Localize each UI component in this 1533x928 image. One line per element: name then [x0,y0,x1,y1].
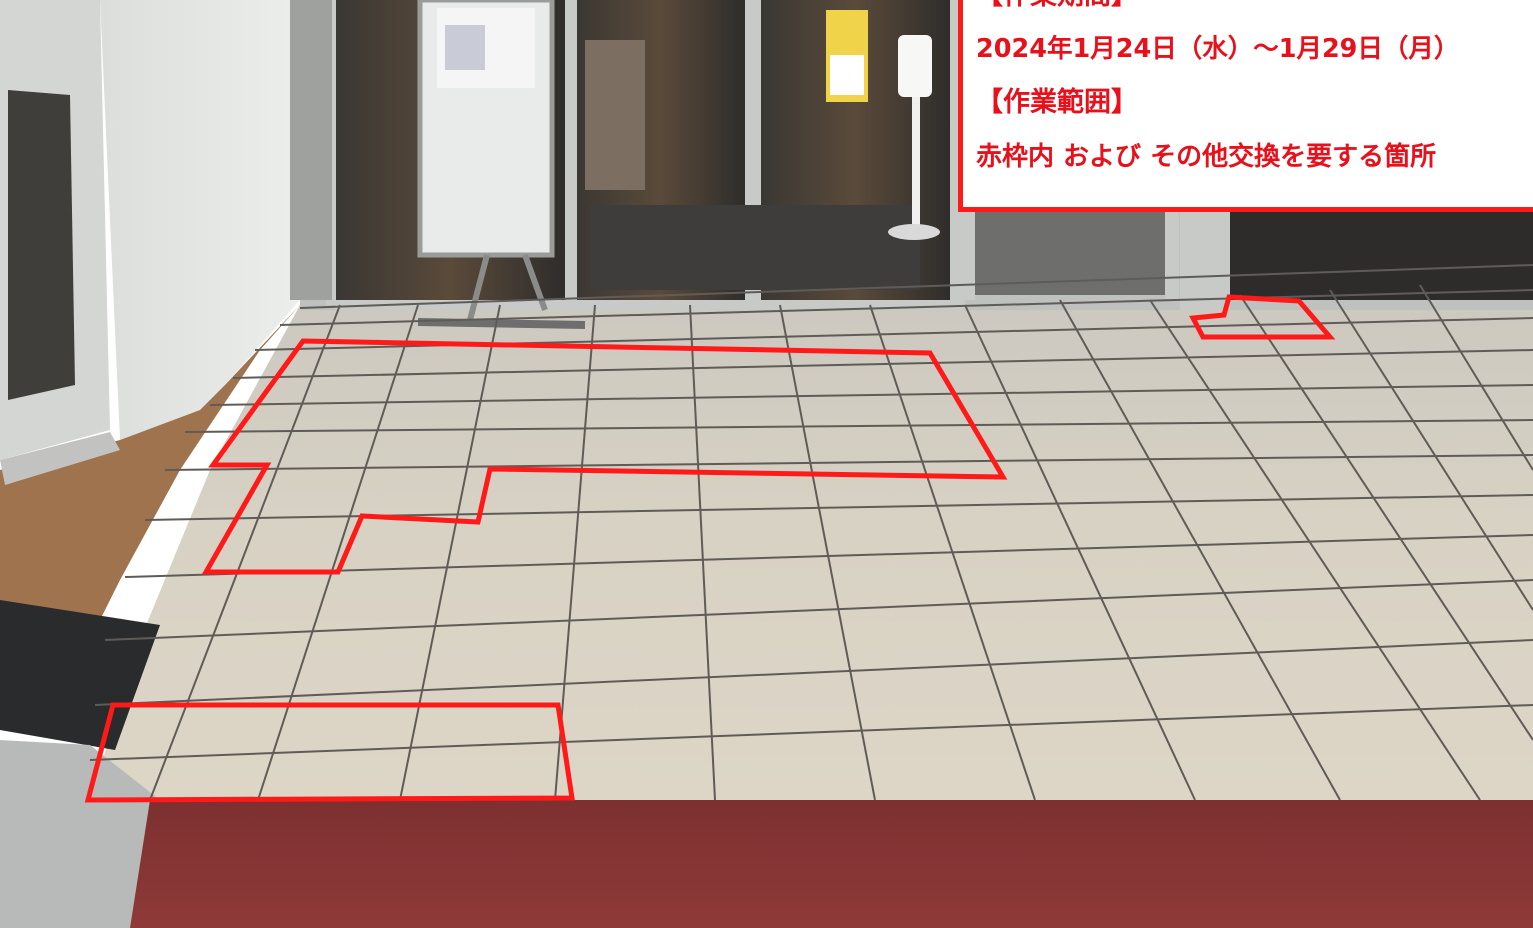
left-doorway-glass [8,90,75,400]
tile-floor [90,250,1533,800]
grout-col-9 [1149,299,1481,801]
sanitizer-head [898,35,932,97]
grout-col-2 [399,304,501,801]
work-period: 2024年1月24日（水）〜1月29日（月） [976,34,1460,64]
notice-box [958,0,1533,212]
work-area: 赤枠内 および その他交換を要する箇所 [976,142,1437,172]
grout-col-12 [1419,284,1533,471]
gray-ramp [0,740,160,928]
grout-row-4 [209,384,1533,406]
curb-strip [0,305,300,640]
curb-stone [0,432,120,485]
grout-col-10 [1239,294,1533,741]
grout-row-3 [232,349,1533,379]
sign-leg-right [522,253,548,312]
repair-areas [84,294,1336,803]
interior-person [585,40,645,190]
grout-col-6 [869,304,1036,801]
red-pavement [130,800,1533,928]
grout-row-9 [104,579,1533,641]
sign-leg-left [467,254,490,321]
grout-col-1 [257,304,419,801]
grout-col-4 [689,304,716,801]
grout-row-5 [184,419,1533,433]
grout-col-5 [779,304,876,801]
door-sticker-text-area [830,55,864,95]
grout-row-0 [299,264,1533,309]
repair-area-upper [201,338,1008,575]
grout-col-7 [964,304,1196,801]
grout-row-6 [164,454,1533,471]
period-heading: 【作業期間】 [976,0,1138,12]
rubber-mat [0,600,160,750]
sanitizer-base [888,224,940,240]
sign-base [417,318,586,329]
grout-col-11 [1329,289,1533,611]
poster-figure [445,25,485,70]
drain-pipe [290,0,332,300]
grout-col-0 [149,304,341,801]
sanitizer-pole [912,90,920,230]
grout-row-1 [279,289,1533,326]
grout-col-8 [1059,299,1341,801]
repair-area-right [1189,294,1336,340]
doormat [590,205,920,290]
grout-row-10 [94,639,1533,706]
left-pillar [40,0,300,440]
repair-area-lower [84,702,575,803]
area-heading: 【作業範囲】 [976,87,1138,118]
